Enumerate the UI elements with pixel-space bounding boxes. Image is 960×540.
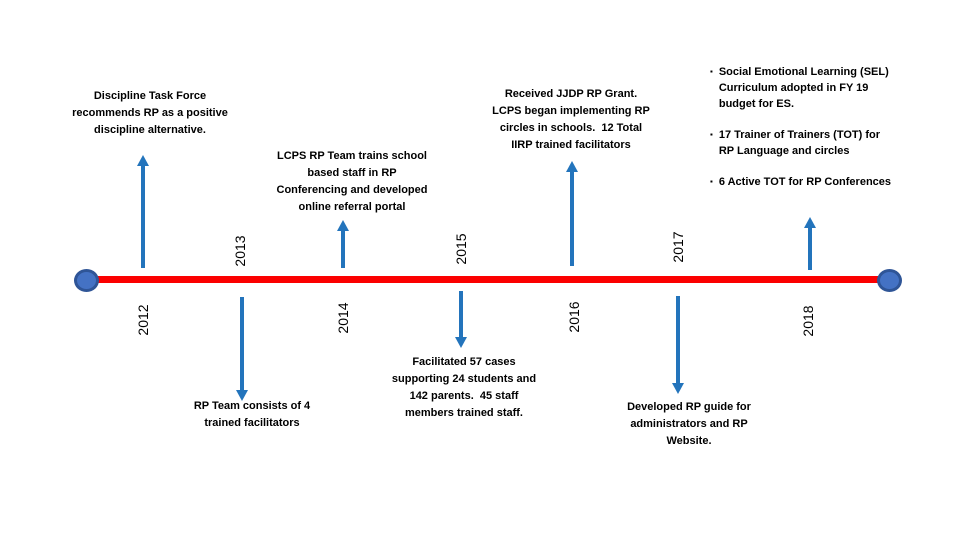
event-jjdp-grant: Received JJDP RP Grant. LCPS began imple… — [492, 88, 650, 151]
timeline-endpoint-left-icon — [74, 269, 99, 292]
bullet-item-active-tot: ▪ 6 Active TOT for RP Conferences — [710, 174, 925, 190]
down-arrow-2013-icon — [235, 297, 249, 401]
up-arrow-2014-icon — [336, 220, 350, 268]
year-label-2012: 2012 — [135, 304, 151, 336]
up-arrow-2012-icon — [136, 155, 150, 268]
bullet-list: ▪ Social Emotional Learning (SEL) Curric… — [710, 64, 925, 205]
event-facilitated-cases: Facilitated 57 cases supporting 24 stude… — [391, 356, 537, 419]
timeline-endpoint-right-icon — [877, 269, 902, 292]
bullet-text: 17 Trainer of Trainers (TOT) for RP Lang… — [718, 129, 881, 157]
up-arrow-2016-icon — [565, 161, 579, 266]
year-label-2016: 2016 — [566, 301, 582, 333]
year-label-2015: 2015 — [453, 233, 469, 265]
up-arrow-2018-icon — [803, 217, 817, 270]
timeline-line — [87, 276, 893, 283]
bullet-item-trainer-of-trainers: ▪ 17 Trainer of Trainers (TOT) for RP La… — [710, 127, 925, 159]
bullet-marker-icon: ▪ — [710, 130, 713, 139]
year-label-2017: 2017 — [670, 231, 686, 263]
year-label-2013: 2013 — [232, 235, 248, 267]
event-rp-team-facilitators: RP Team consists of 4 trained facilitato… — [193, 400, 311, 429]
bullet-marker-icon: ▪ — [710, 177, 713, 186]
year-label-2018: 2018 — [800, 305, 816, 337]
bullet-text: Social Emotional Learning (SEL) Curricul… — [718, 66, 889, 110]
event-discipline-task-force: Discipline Task Force recommends RP as a… — [72, 90, 228, 136]
year-label-2014: 2014 — [335, 302, 351, 334]
bullet-marker-icon: ▪ — [710, 67, 713, 76]
bullet-item-sel-curriculum: ▪ Social Emotional Learning (SEL) Curric… — [710, 64, 925, 112]
bullet-text: 6 Active TOT for RP Conferences — [718, 176, 892, 188]
event-lcps-rp-team-training: LCPS RP Team trains school based staff i… — [276, 150, 428, 213]
down-arrow-2017-icon — [671, 296, 685, 394]
down-arrow-2015-icon — [454, 291, 468, 348]
event-rp-guide-website: Developed RP guide for administrators an… — [627, 401, 751, 447]
